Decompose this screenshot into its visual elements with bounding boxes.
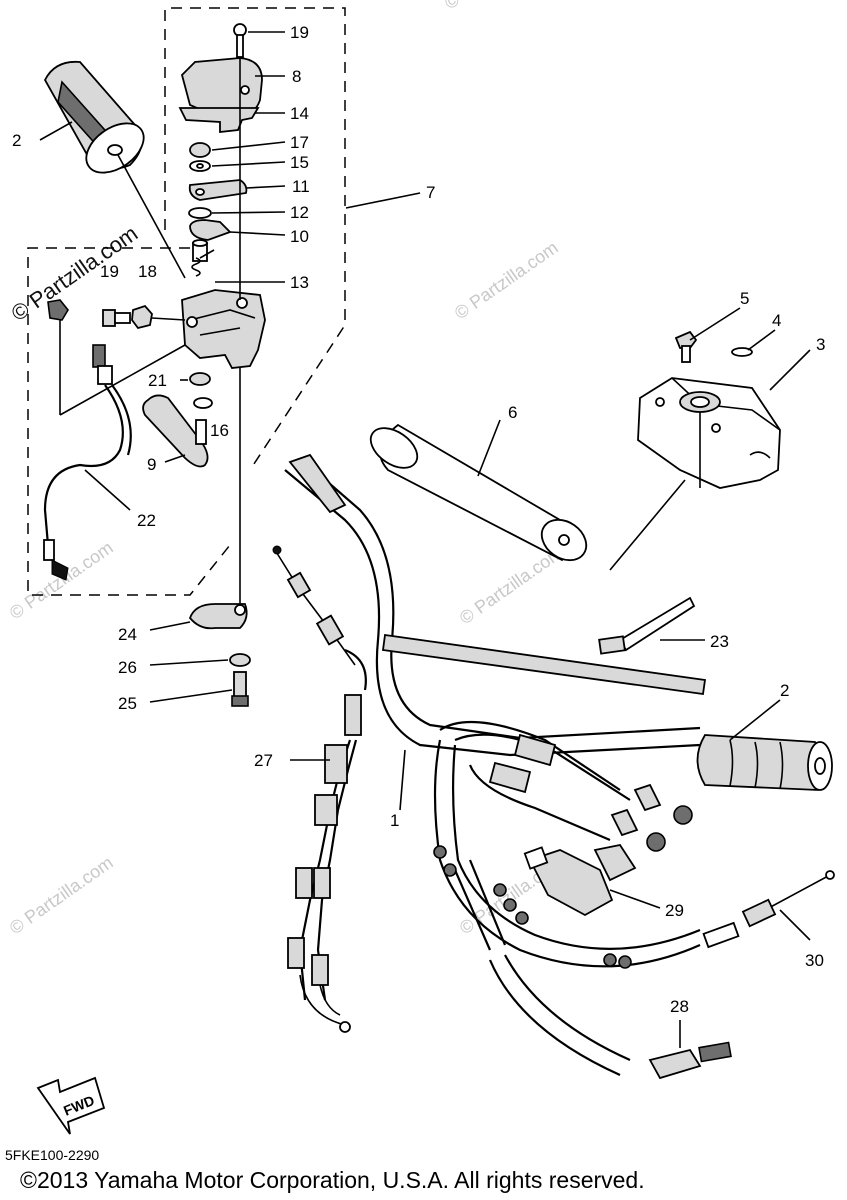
- callout-25: 25: [118, 694, 137, 713]
- switch-assembly-outline: [164, 7, 346, 471]
- callout-19-side: 19: [100, 262, 119, 281]
- callout-10: 10: [290, 227, 309, 246]
- callout-2-left: 2: [12, 131, 21, 150]
- throttle-cable: [272, 545, 367, 1033]
- watermark-text: © Partzilla.com: [6, 537, 117, 623]
- watermark-text: © Partzilla.com: [451, 237, 562, 323]
- handle-cover: [609, 330, 781, 571]
- callout-7: 7: [426, 183, 435, 202]
- callout-8: 8: [292, 67, 301, 86]
- callout-1: 1: [390, 811, 399, 830]
- callout-26: 26: [118, 658, 137, 677]
- callout-13: 13: [290, 273, 309, 292]
- copyright-notice: ©2013 Yamaha Motor Corporation, U.S.A. A…: [20, 1167, 645, 1193]
- watermark-text: © Partzilla.com: [441, 0, 552, 13]
- callout-29: 29: [665, 901, 684, 920]
- callout-28: 28: [670, 997, 689, 1016]
- watermark-text: © Partzilla.com: [6, 852, 117, 938]
- brake-cables: [433, 720, 835, 1080]
- cable-tie: [598, 596, 696, 655]
- watermark-text: © Partzilla.com: [456, 542, 567, 628]
- brake-assembly-outline: [27, 247, 231, 596]
- callout-9: 9: [147, 455, 156, 474]
- callout-3: 3: [816, 335, 825, 354]
- handlebar: [284, 453, 707, 757]
- callout-15: 15: [290, 153, 309, 172]
- watermark-text-dark: © Partzilla.com: [7, 221, 143, 327]
- leader-lines: [39, 31, 811, 941]
- callout-12: 12: [290, 203, 309, 222]
- callout-18: 18: [138, 262, 157, 281]
- diagram-code: 5FKE100-2290: [5, 1147, 99, 1163]
- callout-numbers: 19 8 14 2 17 15 11 7 12 10 13 19 18 5 4 …: [12, 23, 825, 1016]
- callout-24: 24: [118, 625, 137, 644]
- callout-16: 16: [210, 421, 229, 440]
- callout-19-top: 19: [290, 23, 309, 42]
- callout-2-right: 2: [780, 681, 789, 700]
- callout-6: 6: [508, 403, 517, 422]
- handlebar-pad: [369, 423, 588, 562]
- brake-wire: [43, 299, 186, 581]
- clamp-assembly: [188, 603, 251, 707]
- callout-22: 22: [137, 511, 156, 530]
- switch-housing-parts: [102, 23, 266, 610]
- callout-17: 17: [290, 133, 309, 152]
- callout-23: 23: [710, 632, 729, 651]
- callout-30: 30: [805, 951, 824, 970]
- callout-14: 14: [290, 104, 309, 123]
- callout-21: 21: [148, 371, 167, 390]
- callout-5: 5: [740, 289, 749, 308]
- right-grip: [696, 734, 833, 791]
- callout-27: 27: [254, 751, 273, 770]
- assembly-outlines: [27, 7, 346, 596]
- callout-11: 11: [292, 177, 310, 196]
- fwd-arrow: FWD: [36, 1076, 106, 1135]
- callout-4: 4: [772, 311, 781, 330]
- left-grip: [43, 60, 186, 279]
